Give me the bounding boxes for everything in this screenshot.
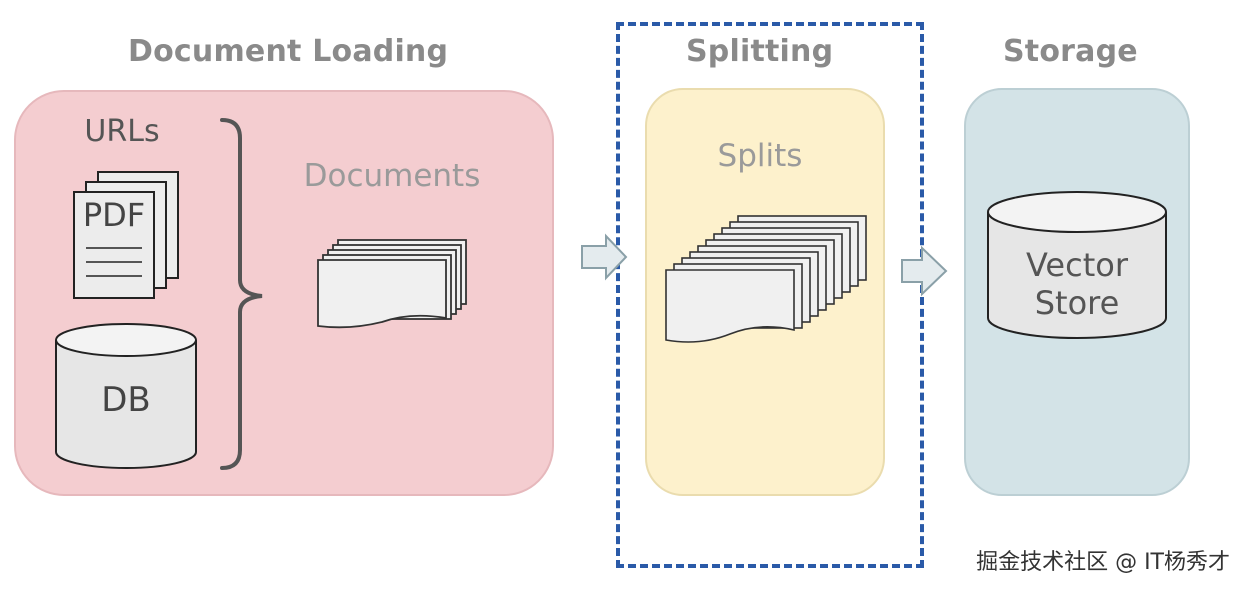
documents-stack-icon (317, 239, 467, 329)
splits-stack-icon (665, 215, 867, 343)
db-label: DB (101, 380, 151, 420)
database-icon (55, 323, 197, 469)
storage-title: Storage (1003, 34, 1138, 69)
watermark: 掘金技术社区 @ IT杨秀才 (976, 550, 1230, 575)
document-loading-title: Document Loading (128, 34, 449, 69)
splits-label: Splits (717, 138, 803, 174)
urls-label: URLs (84, 114, 160, 149)
brace-icon (220, 118, 263, 470)
arrow-to-storage-icon (901, 245, 948, 297)
vector-store-label-line1: Vector (1026, 246, 1128, 284)
splitting-title: Splitting (686, 34, 834, 69)
documents-label: Documents (303, 158, 481, 194)
pdf-label: PDF (82, 196, 146, 234)
vector-store-label-line2: Store (1034, 284, 1120, 322)
pdf-document-icon (73, 171, 179, 299)
vector-store-icon (987, 191, 1167, 339)
arrow-to-splitting-icon (581, 233, 628, 281)
